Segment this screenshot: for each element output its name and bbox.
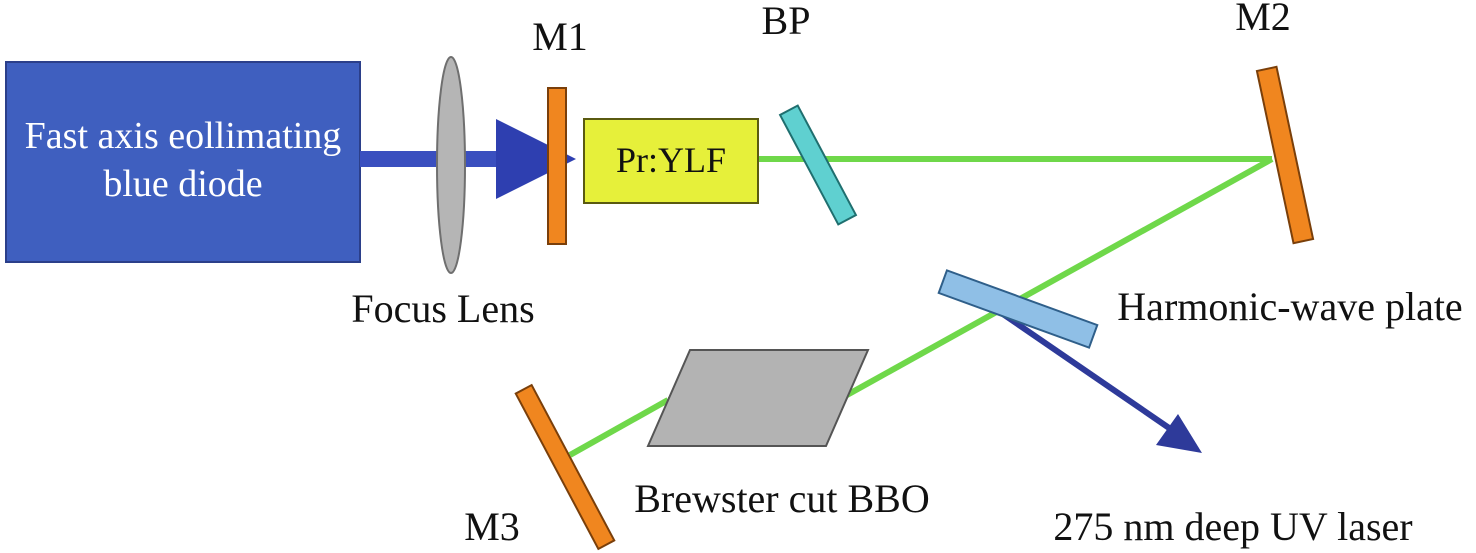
m1-label: M1 xyxy=(532,14,588,59)
blue-diode-box xyxy=(5,61,361,263)
brewster-cut-bbo xyxy=(646,349,870,447)
harmonic-wave-plate xyxy=(937,269,1099,349)
bp-label: BP xyxy=(762,0,811,43)
m3-label: M3 xyxy=(464,504,520,549)
mirror-m1 xyxy=(547,87,567,245)
crystal-label: Pr:YLF xyxy=(616,140,726,180)
mirror-m3 xyxy=(514,383,616,551)
green-beam-bbo-to-m3 xyxy=(568,397,670,458)
focus-lens xyxy=(436,56,466,274)
bbo-label: Brewster cut BBO xyxy=(634,476,930,521)
pr-ylf-crystal xyxy=(583,118,759,204)
output-label: 275 nm deep UV laser xyxy=(1053,504,1412,549)
brewster-plate-bp xyxy=(778,104,858,226)
uv-output-arrowhead xyxy=(1156,414,1202,453)
diode-label-line1: Fast axis eollimating xyxy=(25,115,342,157)
diode-label-line2: blue diode xyxy=(103,163,262,205)
focus-lens-label: Focus Lens xyxy=(351,286,534,331)
green-beam-m2-to-bbo xyxy=(836,156,1274,403)
mirror-m2 xyxy=(1255,65,1315,245)
uv-output-beam xyxy=(998,309,1174,433)
harmonic-wave-plate-label: Harmonic-wave plate xyxy=(1117,284,1462,329)
m2-label: M2 xyxy=(1235,0,1291,39)
